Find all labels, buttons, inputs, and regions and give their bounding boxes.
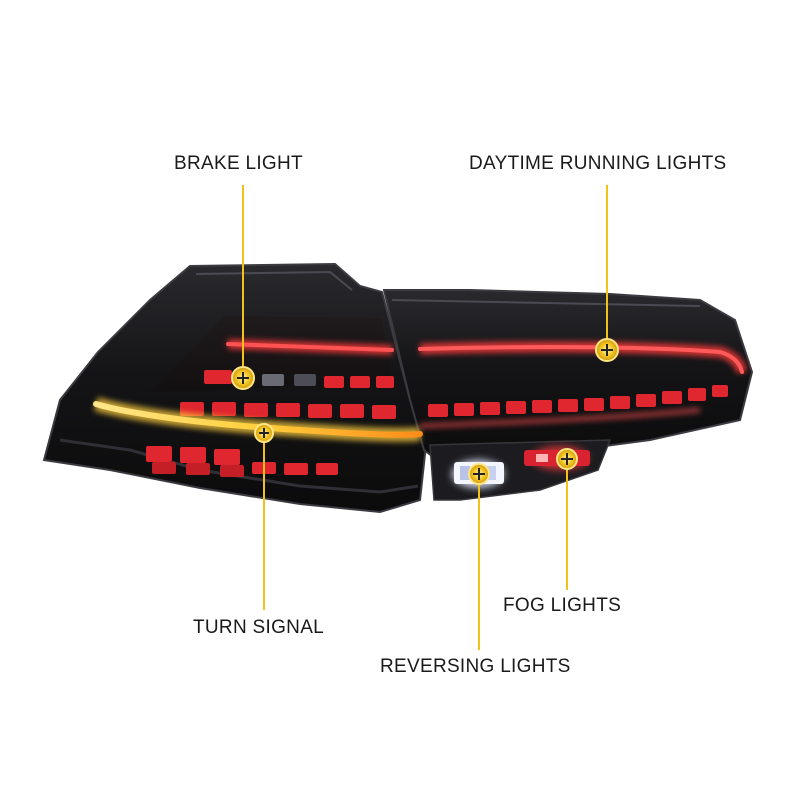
inner-lamp-housing [382, 289, 754, 464]
drl-marker [595, 338, 619, 362]
middle-led-row-inner [428, 385, 728, 417]
callout-lines [242, 185, 608, 650]
reversing-lights-marker [468, 463, 490, 485]
reversing-light [452, 460, 504, 488]
daytime-running-lights-label: DAYTIME RUNNING LIGHTS [469, 153, 727, 174]
turn-signal-label: TURN SIGNAL [193, 617, 325, 638]
turn-signal-marker [254, 423, 274, 443]
reversing-lights-label: REVERSING LIGHTS [380, 656, 571, 677]
brake-light-bar [226, 339, 394, 355]
brake-light-marker [231, 366, 255, 390]
brake-light-label: BRAKE LIGHT [174, 153, 303, 174]
drl-bar [418, 341, 748, 374]
fog-lights-marker [556, 448, 578, 470]
fog-lights-label: FOG LIGHTS [503, 595, 622, 616]
turn-signal-bar [93, 397, 701, 442]
middle-led-row-outer [180, 402, 396, 419]
upper-led-row [204, 370, 394, 388]
lower-led-row [146, 446, 338, 477]
